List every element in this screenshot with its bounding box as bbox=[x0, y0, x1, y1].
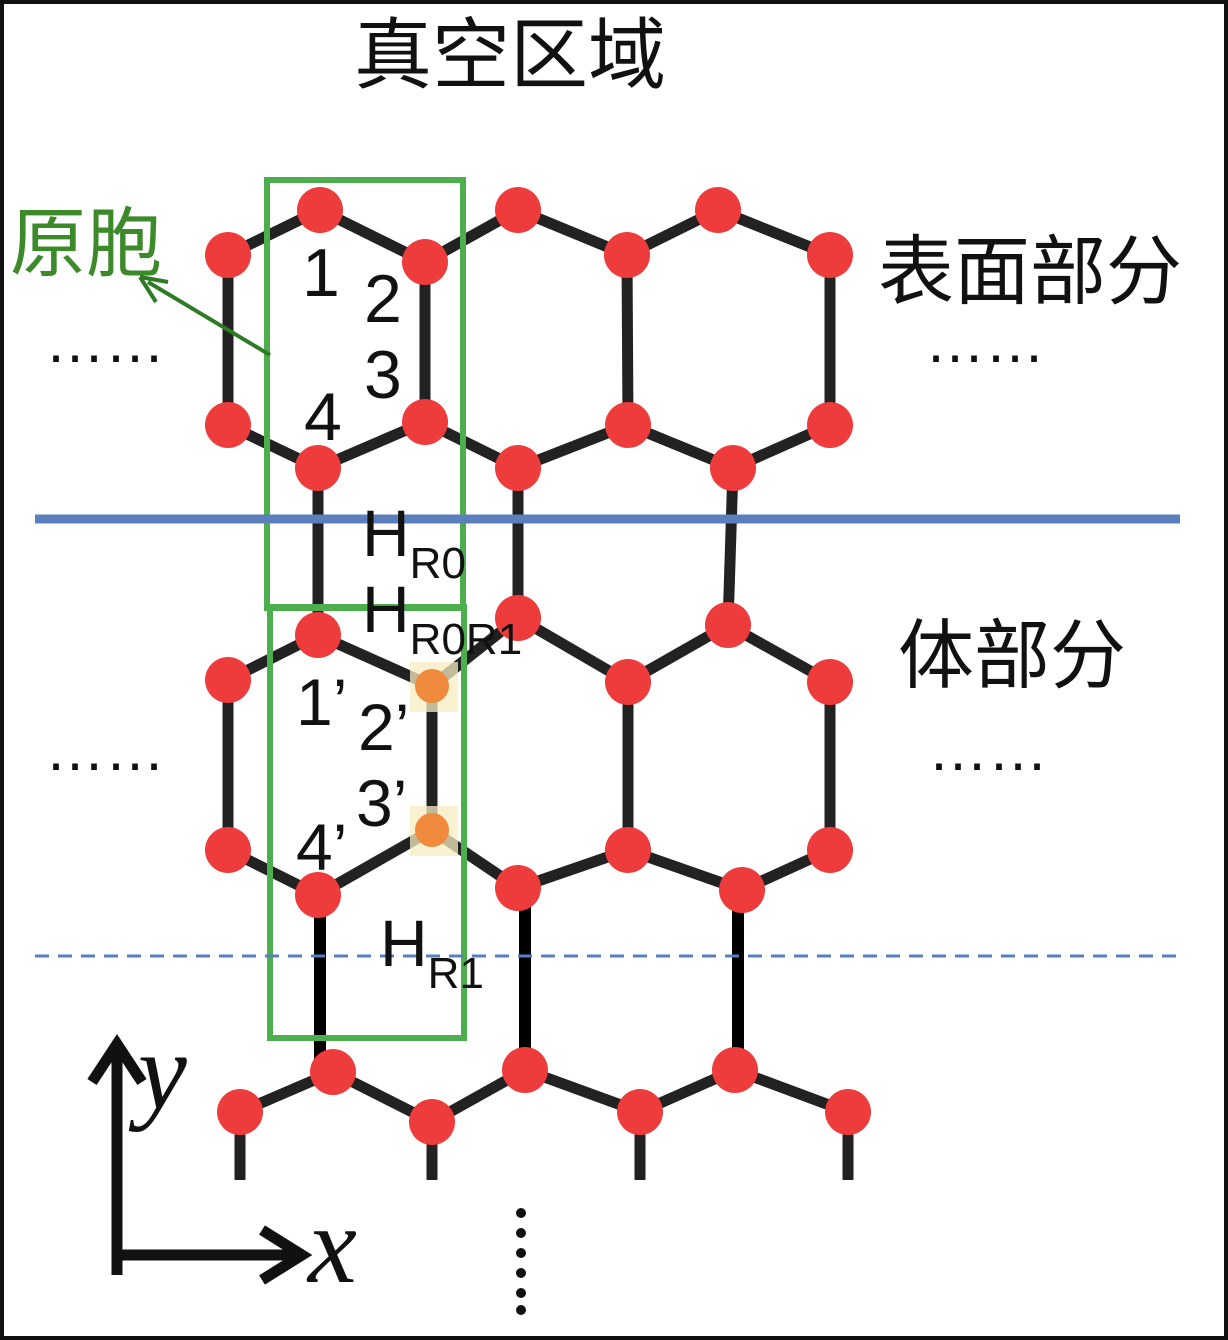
vertical-ellipsis bbox=[516, 1208, 526, 1315]
atom bbox=[705, 602, 751, 648]
atom bbox=[502, 1047, 548, 1093]
atom bbox=[807, 659, 853, 705]
bond bbox=[621, 254, 634, 426]
unit-cell-arrowhead bbox=[138, 275, 169, 304]
atom bbox=[205, 232, 251, 278]
atom bbox=[402, 399, 448, 445]
atom-highlighted bbox=[415, 813, 449, 847]
atom bbox=[710, 445, 756, 491]
ellipsis-left-bulk: …… bbox=[45, 716, 165, 783]
unit-cell-arrow bbox=[146, 280, 272, 357]
atom bbox=[807, 402, 853, 448]
unit-cell-box-bulk bbox=[267, 604, 467, 1041]
bulk-part-label: 体部分 bbox=[898, 611, 1126, 700]
atom bbox=[617, 1089, 663, 1135]
atom bbox=[605, 402, 651, 448]
ellipsis-left-top: …… bbox=[45, 308, 165, 375]
atom bbox=[402, 239, 448, 285]
atom-label-4: 4 bbox=[304, 379, 342, 455]
atom bbox=[205, 402, 251, 448]
atom bbox=[719, 867, 765, 913]
atom bbox=[495, 445, 541, 491]
hamiltonian-r0: HR0 bbox=[362, 496, 466, 588]
atom bbox=[295, 445, 341, 491]
atom bbox=[605, 659, 651, 705]
atom bbox=[495, 187, 541, 233]
atom bbox=[495, 595, 541, 641]
atom bbox=[295, 612, 341, 658]
atom bbox=[205, 657, 251, 703]
atom bbox=[297, 187, 343, 233]
atom bbox=[807, 232, 853, 278]
atom bbox=[605, 827, 651, 873]
lattice-atoms bbox=[205, 187, 871, 1145]
vacuum-region-label: 真空区域 bbox=[354, 11, 666, 101]
atom-label-3-prime: 3’ bbox=[356, 766, 407, 840]
coordinate-axes bbox=[87, 1033, 313, 1285]
surface-part-label: 表面部分 bbox=[878, 227, 1182, 316]
atom bbox=[604, 232, 650, 278]
x-axis-label: x bbox=[306, 1184, 357, 1306]
atom-label-2-prime: 2’ bbox=[358, 690, 409, 764]
atom bbox=[695, 187, 741, 233]
hamiltonian-r0r1: HR0R1 bbox=[362, 572, 522, 664]
atom bbox=[295, 872, 341, 918]
atom-label-1-prime: 1’ bbox=[296, 665, 347, 739]
atom bbox=[310, 1049, 356, 1095]
y-axis-label: y bbox=[128, 1010, 187, 1132]
atom bbox=[495, 865, 541, 911]
ellipsis-right-top: …… bbox=[925, 308, 1045, 375]
ellipsis-right-bulk: …… bbox=[928, 716, 1048, 783]
hamiltonian-r1: HR1 bbox=[380, 906, 484, 998]
bond bbox=[722, 467, 739, 626]
atom bbox=[217, 1089, 263, 1135]
atom-label-2: 2 bbox=[364, 261, 402, 337]
atom-label-3: 3 bbox=[364, 337, 402, 413]
atom bbox=[712, 1047, 758, 1093]
atom-label-1: 1 bbox=[302, 235, 340, 311]
atom bbox=[825, 1089, 871, 1135]
atom-label-4-prime: 4’ bbox=[296, 810, 347, 884]
atom bbox=[807, 827, 853, 873]
atom bbox=[205, 827, 251, 873]
unit-cell-label: 原胞 bbox=[10, 199, 162, 288]
atom-highlighted bbox=[415, 669, 449, 703]
atom bbox=[409, 1099, 455, 1145]
